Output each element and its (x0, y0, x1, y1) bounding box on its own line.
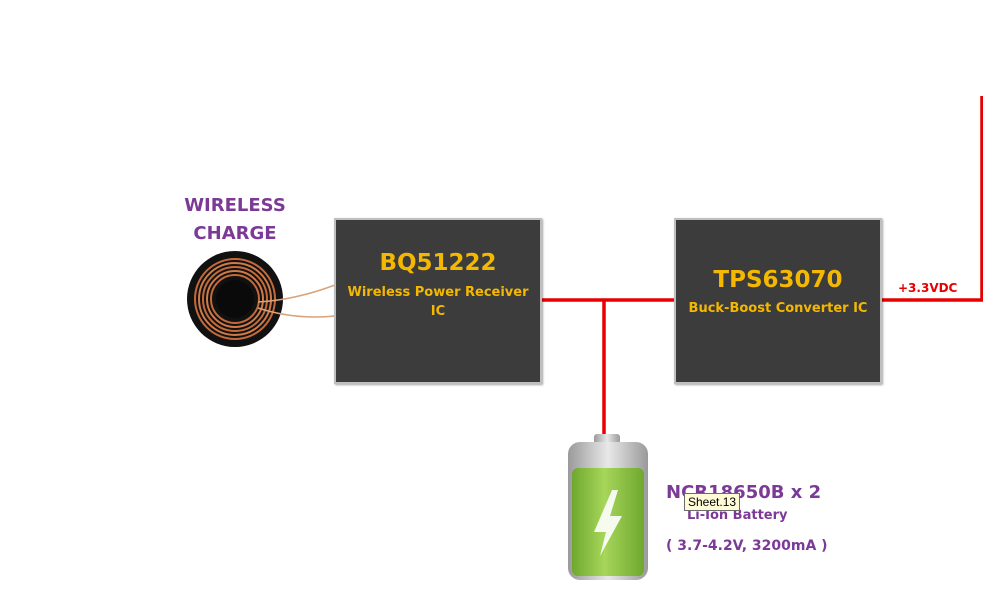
wire-output (881, 96, 983, 302)
receiver-title: BQ51222 (379, 250, 497, 276)
converter-block[interactable]: TPS63070 Buck-Boost Converter IC (674, 218, 882, 384)
shape-tooltip: Sheet.13 (684, 493, 741, 511)
converter-title: TPS63070 (713, 267, 843, 293)
output-voltage-label: +3.3VDC (898, 281, 958, 295)
battery-spec-label: ( 3.7-4.2V, 3200mA ) (666, 538, 828, 554)
receiver-subtitle-line2: IC (430, 304, 446, 319)
battery-type-label: Li-Ion Battery (687, 508, 788, 523)
battery-icon (568, 434, 648, 580)
receiver-block[interactable]: BQ51222 Wireless Power Receiver IC (334, 218, 542, 384)
receiver-subtitle-line1: Wireless Power Receiver (347, 285, 529, 300)
converter-subtitle: Buck-Boost Converter IC (688, 301, 868, 316)
coil-label-line1: WIRELESS CHARGE (184, 195, 286, 244)
wireless-coil-icon (187, 251, 336, 347)
